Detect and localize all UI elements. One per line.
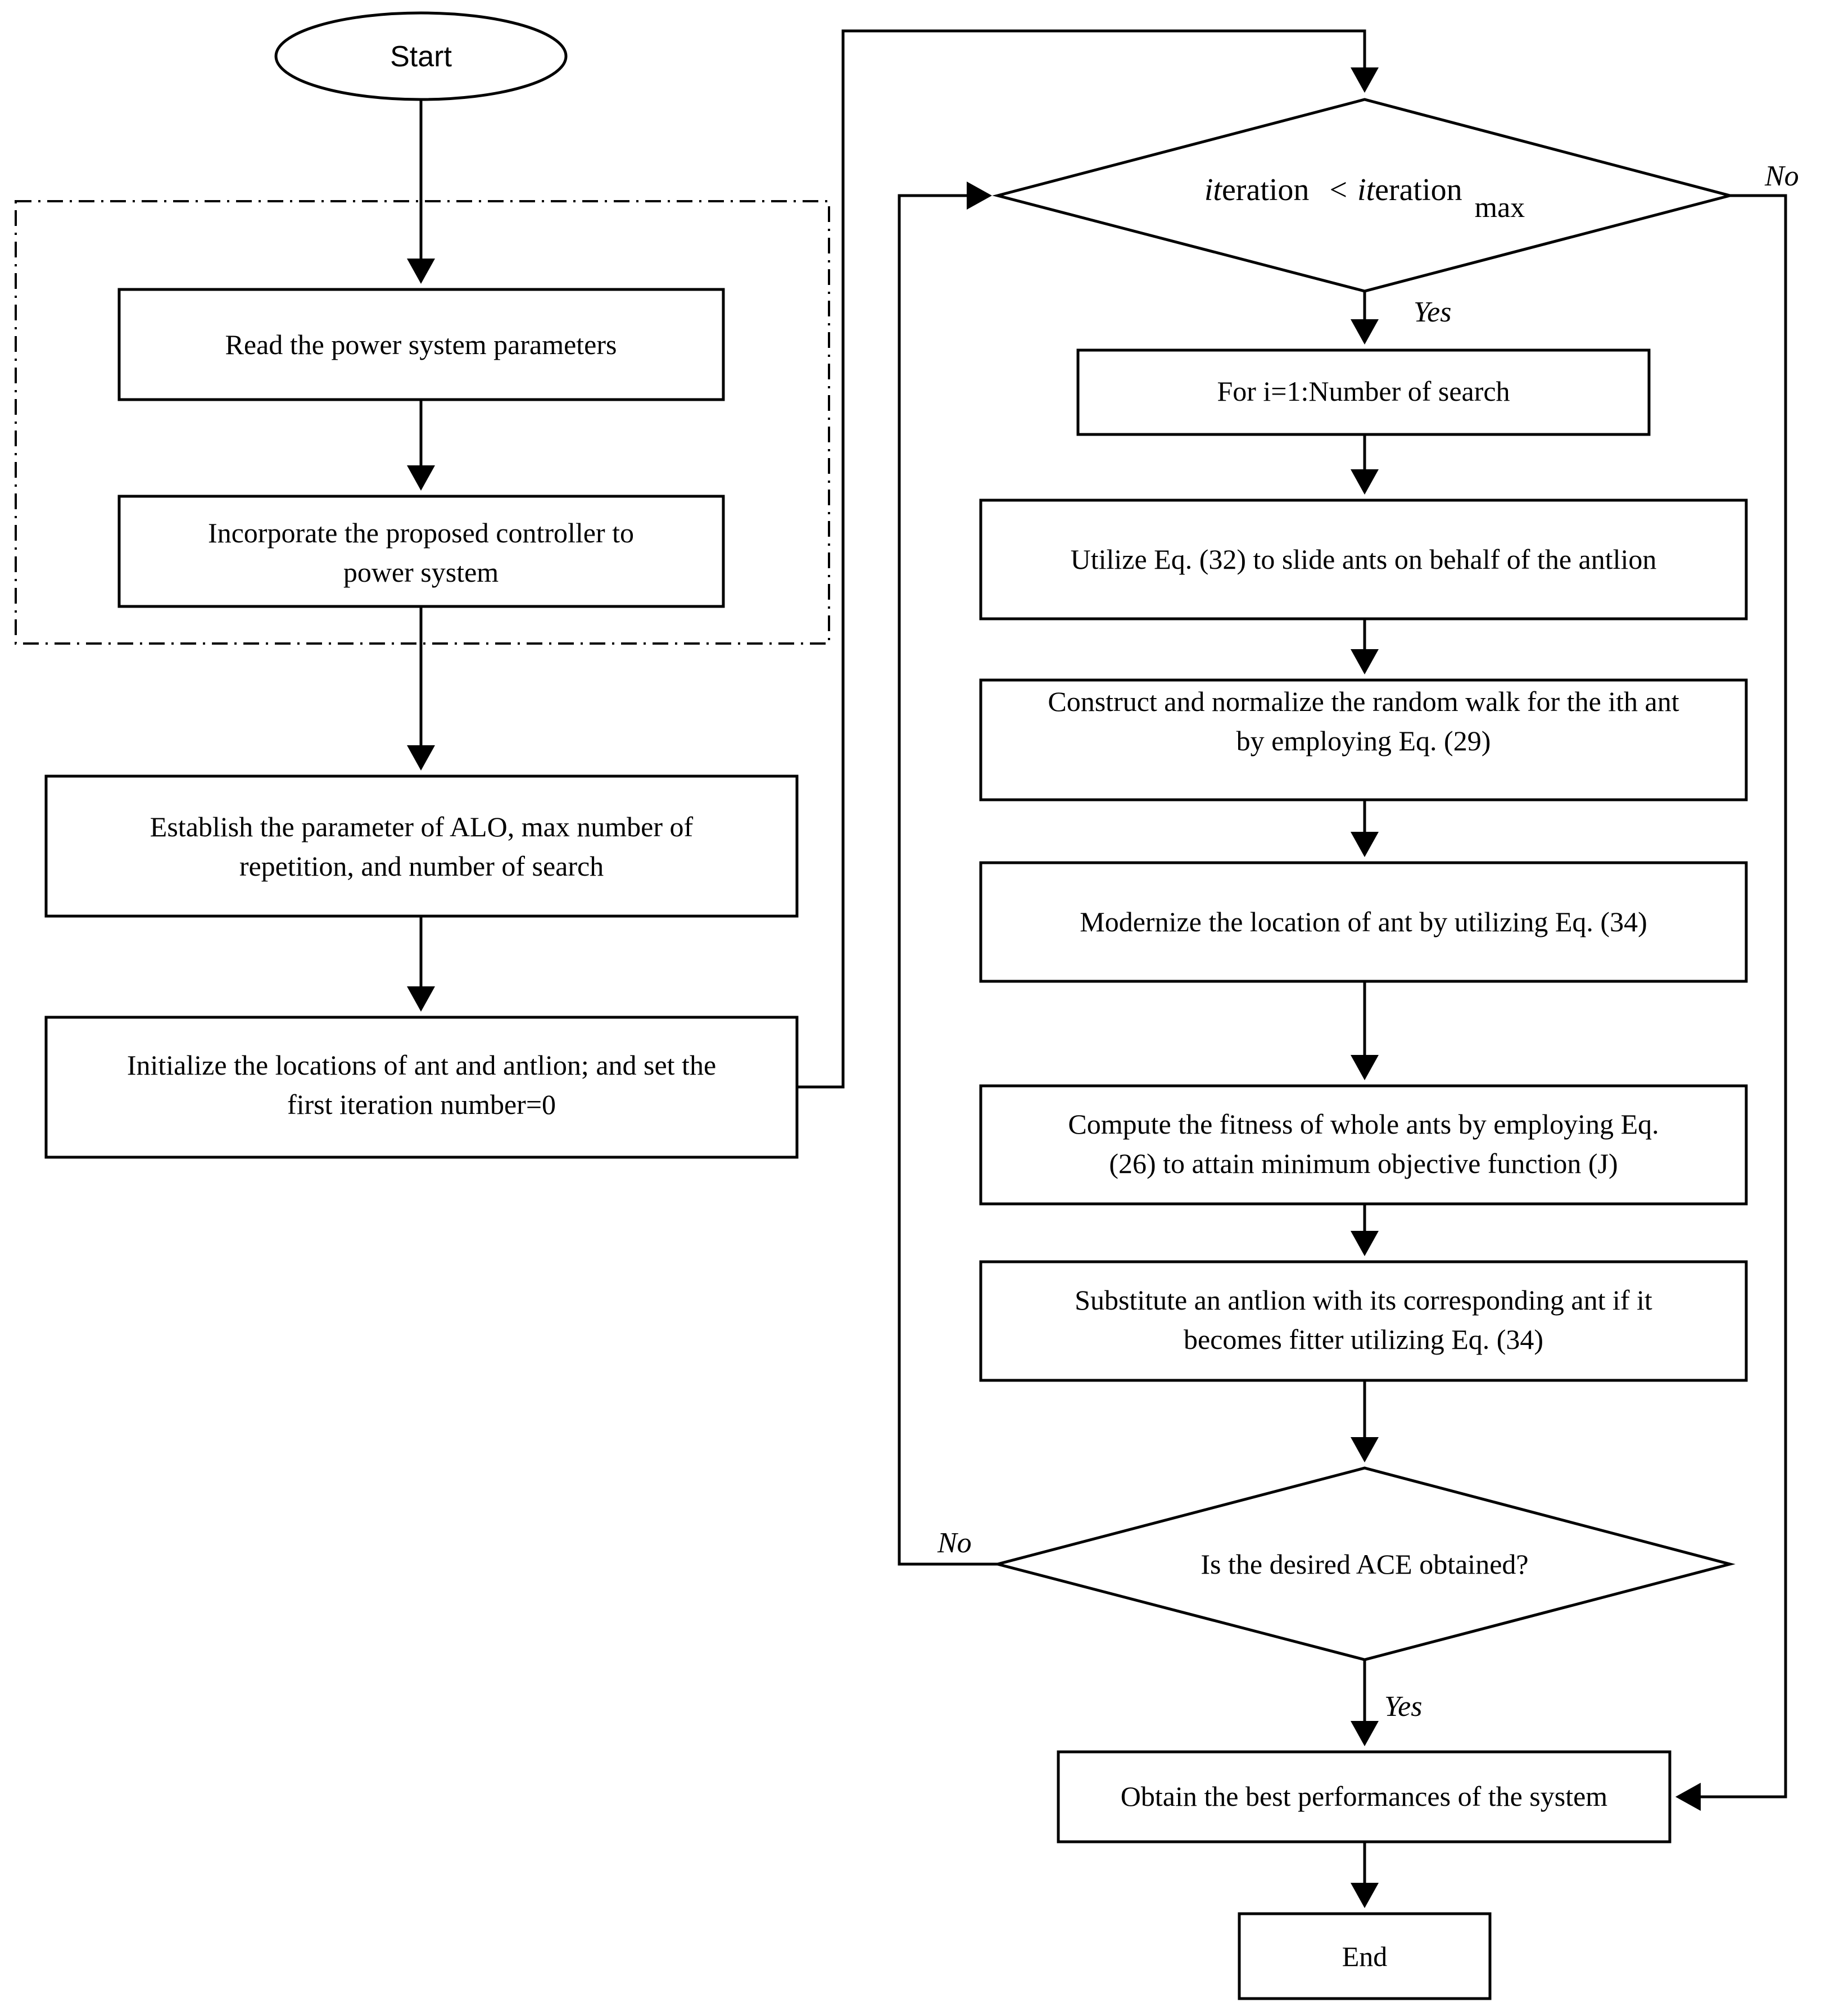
incorporate-controller-box: Incorporate the proposed controller to p… [117, 495, 725, 608]
arrow-initialize-to-condition [797, 29, 1379, 1089]
ace-question-diamond: Is the desired ACE obtained? [992, 1466, 1736, 1661]
construct-line-2: by employing Eq. (29) [1236, 725, 1491, 756]
obtain-label: Obtain the best performances of the syst… [1121, 1781, 1608, 1812]
condition-yes-label: Yes [1414, 296, 1451, 328]
start-label: Start [390, 40, 452, 73]
ace-question-label: Is the desired ACE obtained? [1201, 1548, 1528, 1580]
substitute-line-1: Substitute an antlion with its correspon… [1075, 1284, 1652, 1316]
construct-box: Construct and normalize the random walk … [979, 678, 1748, 801]
initialize-line-1: Initialize the locations of ant and antl… [127, 1049, 716, 1081]
for-loop-box: For i=1:Number of search [1076, 348, 1651, 436]
ace-yes-label: Yes [1384, 1691, 1422, 1723]
initialize-box: Initialize the locations of ant and antl… [44, 1016, 799, 1159]
arrow-ace-no-loop [898, 182, 998, 1566]
start-node: Start [274, 11, 568, 101]
ace-no-label: No [937, 1527, 972, 1559]
iteration-condition-label: iteration<iterationmax [1204, 173, 1525, 224]
condition-no-label: No [1764, 160, 1799, 192]
modernize-label: Modernize the location of ant by utilizi… [1080, 906, 1647, 937]
for-loop-label: For i=1:Number of search [1217, 375, 1510, 407]
compute-line-2: (26) to attain minimum objective functio… [1109, 1148, 1618, 1179]
iteration-condition-diamond: iteration<iterationmax [992, 98, 1736, 293]
substitute-line-2: becomes fitter utilizing Eq. (34) [1184, 1324, 1543, 1355]
read-parameters-box: Read the power system parameters [117, 288, 725, 401]
obtain-box: Obtain the best performances of the syst… [1057, 1750, 1671, 1843]
cond-eration-1: eration [1222, 173, 1309, 207]
cond-eration-2: eration [1375, 173, 1462, 207]
cond-it-2: it [1357, 173, 1376, 207]
arrow-condition-no-to-obtain [1675, 194, 1787, 1811]
initialize-line-2: first iteration number=0 [287, 1089, 556, 1120]
construct-line-1: Construct and normalize the random walk … [1048, 686, 1679, 717]
incorporate-line-1: Incorporate the proposed controller to [208, 517, 634, 549]
utilize-label: Utilize Eq. (32) to slide ants on behalf… [1071, 543, 1657, 575]
cond-less-than: < [1329, 173, 1347, 207]
substitute-box: Substitute an antlion with its correspon… [979, 1260, 1748, 1382]
establish-line-2: repetition, and number of search [239, 850, 604, 882]
cond-it-1: it [1204, 173, 1223, 207]
establish-line-1: Establish the parameter of ALO, max numb… [150, 811, 694, 842]
incorporate-line-2: power system [343, 556, 499, 588]
compute-line-1: Compute the fitness of whole ants by emp… [1068, 1108, 1659, 1140]
utilize-box: Utilize Eq. (32) to slide ants on behalf… [979, 499, 1748, 620]
controller-group-box [15, 200, 830, 645]
end-label: End [1342, 1941, 1388, 1972]
establish-parameters-box: Establish the parameter of ALO, max numb… [44, 774, 799, 918]
cond-subscript-max: max [1475, 192, 1525, 224]
read-parameters-label: Read the power system parameters [225, 329, 617, 360]
end-box: End [1238, 1912, 1492, 2000]
modernize-box: Modernize the location of ant by utilizi… [979, 861, 1748, 983]
compute-box: Compute the fitness of whole ants by emp… [979, 1084, 1748, 1206]
